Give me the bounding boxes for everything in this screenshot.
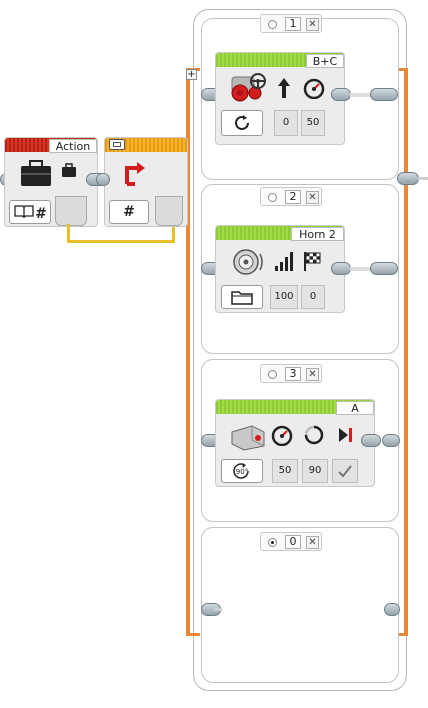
switch-mode-button[interactable]: # bbox=[109, 200, 149, 224]
add-case-button[interactable]: + bbox=[186, 69, 197, 80]
on-icon bbox=[235, 115, 249, 130]
ports-label[interactable]: B+C bbox=[306, 54, 344, 68]
medium-motor-icon bbox=[228, 422, 268, 452]
play-type-flag-icon bbox=[302, 250, 324, 272]
case-tab-1[interactable]: 1 ✕ bbox=[260, 14, 322, 33]
case-default-radio[interactable] bbox=[268, 20, 277, 29]
steering-wheel-icon bbox=[249, 72, 267, 90]
data-wire-up bbox=[172, 218, 175, 243]
motor-degrees-value[interactable]: 90 bbox=[302, 459, 328, 483]
switch-output-plug[interactable] bbox=[397, 172, 419, 185]
power-gauge-icon bbox=[270, 424, 294, 447]
action-title-label: Action bbox=[49, 139, 97, 153]
svg-text:#: # bbox=[35, 206, 47, 222]
case-default-radio-selected[interactable] bbox=[268, 538, 277, 547]
checkmark-icon bbox=[338, 465, 352, 478]
case-value-input[interactable]: 1 bbox=[285, 17, 301, 31]
case-tab-2[interactable]: 2 ✕ bbox=[260, 187, 322, 206]
brake-value[interactable] bbox=[332, 459, 358, 483]
motor-power-value[interactable]: 50 bbox=[272, 459, 298, 483]
book-hash-icon: # bbox=[14, 205, 47, 222]
block-header bbox=[216, 400, 374, 414]
switch-header-block[interactable]: # bbox=[104, 137, 188, 227]
mode-select-button[interactable]: 90° bbox=[221, 459, 263, 483]
small-briefcase-icon bbox=[61, 162, 77, 178]
mode-select-button[interactable]: # bbox=[9, 200, 51, 224]
sound-block[interactable]: Horn 2 100 0 bbox=[215, 225, 345, 313]
case2-exit-plug[interactable] bbox=[370, 262, 398, 275]
sound-output-plug[interactable] bbox=[331, 262, 351, 275]
switch-red-arrow-icon bbox=[119, 160, 147, 188]
case-value-input[interactable]: 3 bbox=[285, 367, 301, 381]
sound-output-wire bbox=[350, 267, 372, 271]
block-header bbox=[105, 138, 187, 152]
case-remove-button[interactable]: ✕ bbox=[306, 18, 319, 31]
case-tab-0[interactable]: 0 ✕ bbox=[260, 532, 322, 551]
case-default-radio[interactable] bbox=[268, 370, 277, 379]
play-type-value[interactable]: 0 bbox=[301, 285, 325, 309]
speaker-icon bbox=[232, 248, 266, 276]
brick-buttons-block[interactable]: Action # bbox=[4, 137, 98, 227]
case-default-radio[interactable] bbox=[268, 193, 277, 202]
motor-port-label[interactable]: A bbox=[336, 401, 374, 415]
data-wire-down bbox=[67, 224, 70, 242]
steering-value[interactable]: 0 bbox=[274, 110, 298, 136]
data-wire-horizontal bbox=[67, 240, 175, 243]
volume-bars-icon bbox=[274, 250, 296, 272]
mode-select-button[interactable] bbox=[221, 110, 263, 136]
svg-text:90°: 90° bbox=[236, 468, 248, 476]
direction-arrow-icon bbox=[277, 77, 291, 99]
case-value-input[interactable]: 0 bbox=[285, 535, 301, 549]
switch-left-bottom-cap bbox=[186, 633, 200, 636]
switch-right-bottom-cap bbox=[395, 633, 407, 636]
switch-input-port[interactable] bbox=[155, 196, 183, 226]
brake-icon bbox=[336, 426, 356, 444]
steering-output-wire bbox=[350, 93, 372, 97]
steering-output-plug[interactable] bbox=[331, 88, 351, 101]
action-output-port[interactable] bbox=[55, 196, 87, 226]
add-case-label: + bbox=[187, 69, 196, 80]
power-value[interactable]: 50 bbox=[301, 110, 325, 136]
motor-output-plug[interactable] bbox=[361, 434, 381, 447]
switch-mode-label: # bbox=[123, 204, 135, 220]
switch-right-rail bbox=[404, 68, 408, 636]
case-remove-button[interactable]: ✕ bbox=[306, 536, 319, 549]
switch-view-toggle-icon[interactable] bbox=[109, 139, 125, 150]
switch-right-top-cap bbox=[395, 68, 407, 71]
briefcase-icon bbox=[19, 158, 53, 188]
mode-select-button[interactable] bbox=[221, 285, 263, 309]
switch-input-plug[interactable] bbox=[96, 173, 110, 186]
case-tab-3[interactable]: 3 ✕ bbox=[260, 364, 322, 383]
switch-output-wire bbox=[418, 177, 428, 180]
case-remove-button[interactable]: ✕ bbox=[306, 191, 319, 204]
steering-motor-icon bbox=[228, 73, 266, 103]
move-steering-block[interactable]: B+C 0 50 bbox=[215, 52, 345, 145]
case0-exit-plug[interactable] bbox=[384, 603, 400, 616]
case-value-input[interactable]: 2 bbox=[285, 190, 301, 204]
case3-exit-plug[interactable] bbox=[382, 434, 400, 447]
case0-entry-wire bbox=[214, 608, 222, 611]
case1-exit-plug[interactable] bbox=[370, 88, 398, 101]
volume-value[interactable]: 100 bbox=[270, 285, 298, 309]
rotate-90-icon: 90° bbox=[233, 463, 249, 479]
power-gauge-icon bbox=[302, 77, 326, 100]
medium-motor-block[interactable]: A 90° 50 90 bbox=[215, 399, 375, 487]
case-remove-button[interactable]: ✕ bbox=[306, 368, 319, 381]
degrees-circle-icon bbox=[304, 425, 324, 445]
switch-left-rail bbox=[186, 68, 190, 636]
sound-file-label[interactable]: Horn 2 bbox=[291, 227, 344, 241]
folder-icon bbox=[231, 291, 253, 305]
